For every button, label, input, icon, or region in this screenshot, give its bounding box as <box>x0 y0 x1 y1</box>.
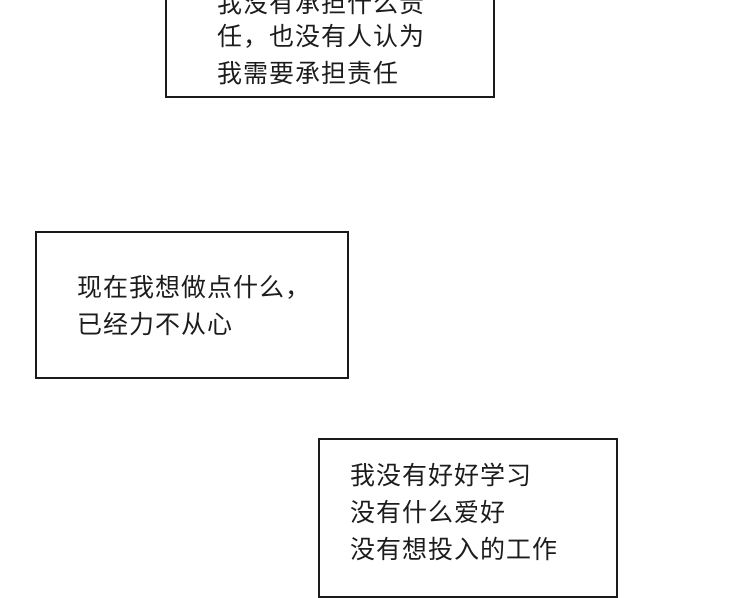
caption-line: 任，也没有人认为 <box>217 22 426 51</box>
caption-line: 我需要承担责任 <box>217 59 400 88</box>
caption-box-bottom: 我没有好好学习 没有什么爱好 没有想投入的工作 <box>318 438 618 598</box>
caption-text-bottom: 我没有好好学习 没有什么爱好 没有想投入的工作 <box>320 457 616 568</box>
caption-text-top: 我没有承担什么责 任，也没有人认为 我需要承担责任 <box>167 0 493 92</box>
caption-line: 已经力不从心 <box>77 310 234 339</box>
caption-line: 没有什么爱好 <box>350 498 507 527</box>
caption-text-middle: 现在我想做点什么， 已经力不从心 <box>37 269 347 343</box>
caption-line: 现在我想做点什么， <box>77 273 312 302</box>
caption-box-top: 我没有承担什么责 任，也没有人认为 我需要承担责任 <box>165 0 495 98</box>
caption-line: 没有想投入的工作 <box>350 535 559 564</box>
caption-line: 我没有承担什么责 <box>217 0 426 18</box>
caption-box-middle: 现在我想做点什么， 已经力不从心 <box>35 231 349 379</box>
caption-line: 我没有好好学习 <box>350 461 533 490</box>
